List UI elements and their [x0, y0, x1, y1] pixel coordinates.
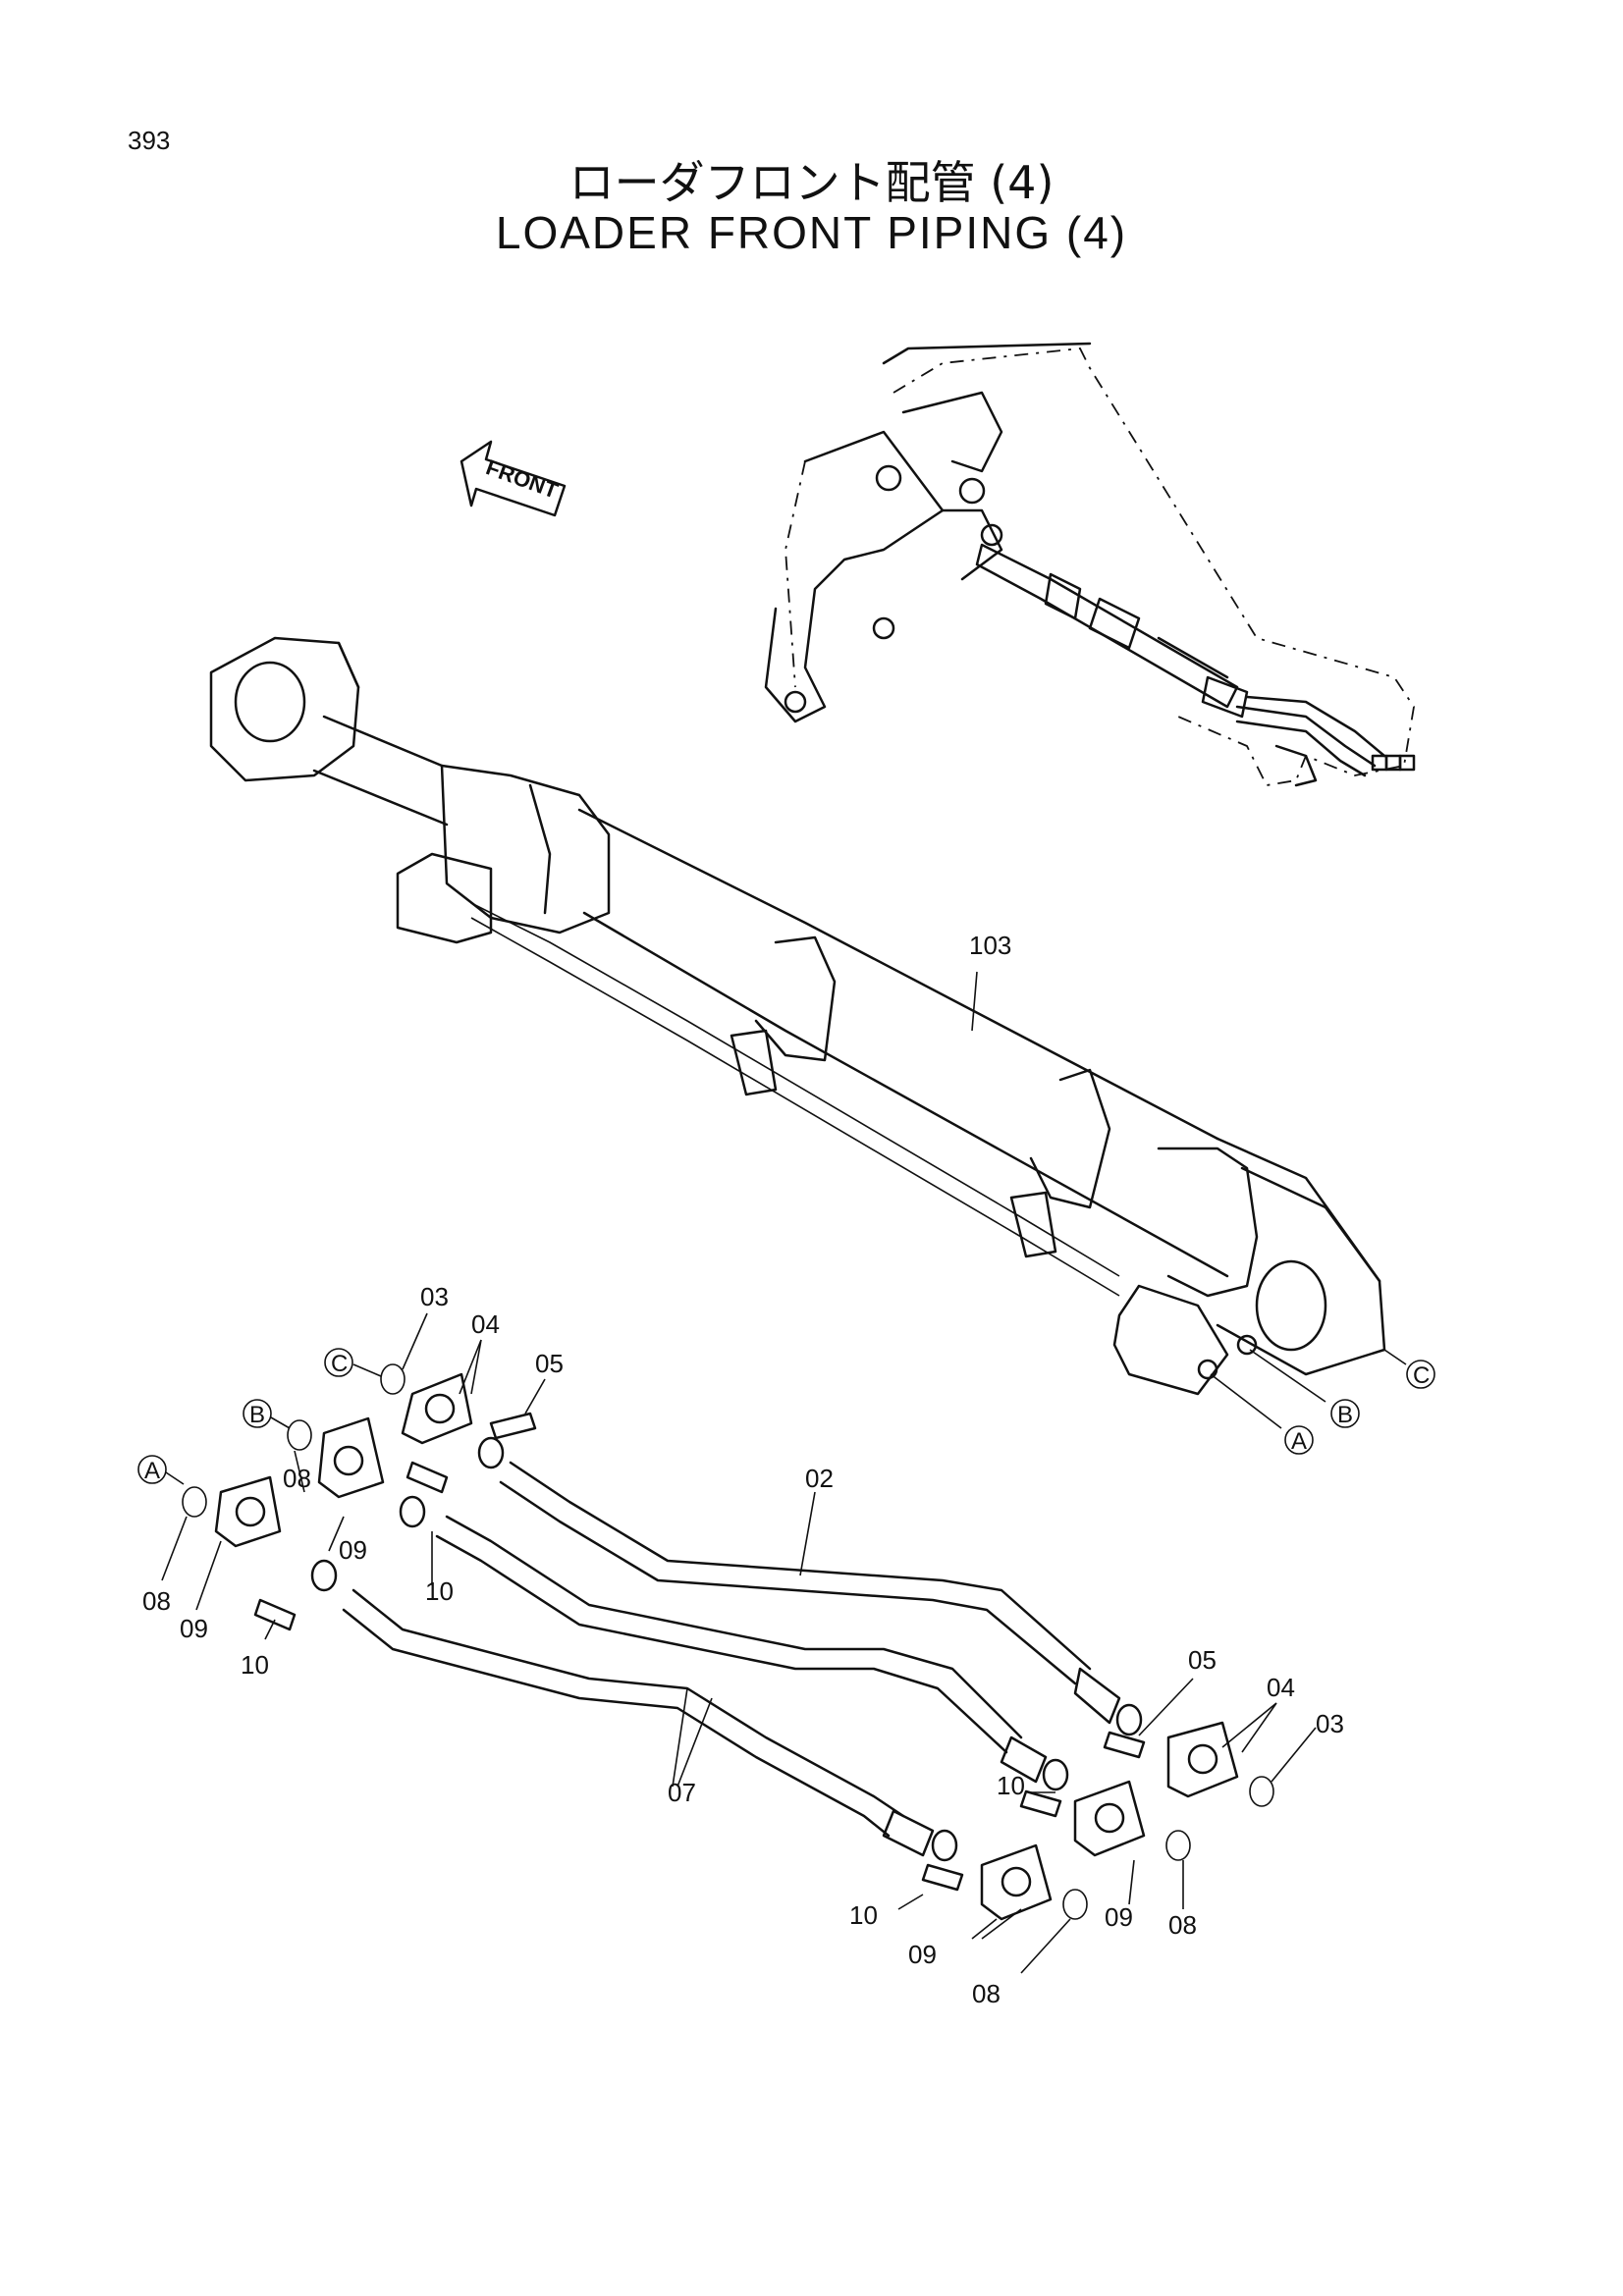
svg-text:A: A	[1291, 1428, 1307, 1455]
part-10-label-b: 10	[425, 1576, 454, 1606]
part-03-label-left: 03	[420, 1282, 449, 1311]
title-english: LOADER FRONT PIPING (4)	[495, 207, 1128, 258]
ref-a-hose: A	[137, 1455, 167, 1484]
svg-text:A: A	[144, 1458, 160, 1484]
ref-b-hose: B	[243, 1399, 272, 1428]
part-02-label: 02	[805, 1464, 834, 1493]
part-09-label-b: 09	[339, 1535, 367, 1565]
part-07-label: 07	[668, 1778, 696, 1807]
ref-c-hose: C	[324, 1348, 353, 1377]
svg-text:C: C	[331, 1351, 348, 1377]
part-05-label-right: 05	[1188, 1645, 1217, 1675]
part-05-label-left: 05	[535, 1349, 564, 1378]
svg-text:B: B	[249, 1402, 265, 1428]
part-09-label-a: 09	[180, 1614, 208, 1643]
part-08-label-a: 08	[142, 1586, 171, 1616]
title-japanese: ローダフロント配管 (4)	[568, 156, 1055, 209]
svg-text:B: B	[1337, 1402, 1353, 1428]
part-08-label-low: 08	[972, 1979, 1001, 2008]
part-03-label-right: 03	[1316, 1709, 1344, 1738]
part-04-label-left: 04	[471, 1309, 500, 1339]
page-number: 393	[128, 126, 171, 155]
part-103-label: 103	[969, 931, 1011, 960]
hoses-exploded	[182, 1363, 1274, 1921]
part-04-label-right: 04	[1267, 1673, 1295, 1702]
loader-arm-overview	[764, 342, 1416, 787]
part-09-label-low: 09	[908, 1940, 937, 1969]
front-arrow-icon: FRONT	[460, 440, 567, 517]
ref-c-cylinder: C	[1406, 1360, 1435, 1389]
svg-text:C: C	[1413, 1362, 1430, 1389]
cylinder-103: 103	[209, 636, 1386, 1396]
part-10-label-low: 10	[849, 1900, 878, 1930]
part-09-label-mid: 09	[1105, 1902, 1133, 1932]
part-08-label-mid: 08	[1168, 1910, 1197, 1940]
ref-b-cylinder: B	[1330, 1399, 1360, 1428]
part-10-label-mid: 10	[997, 1771, 1025, 1800]
part-10-label-a: 10	[241, 1650, 269, 1680]
ref-a-cylinder: A	[1284, 1425, 1314, 1455]
part-08-label-b: 08	[283, 1464, 311, 1493]
